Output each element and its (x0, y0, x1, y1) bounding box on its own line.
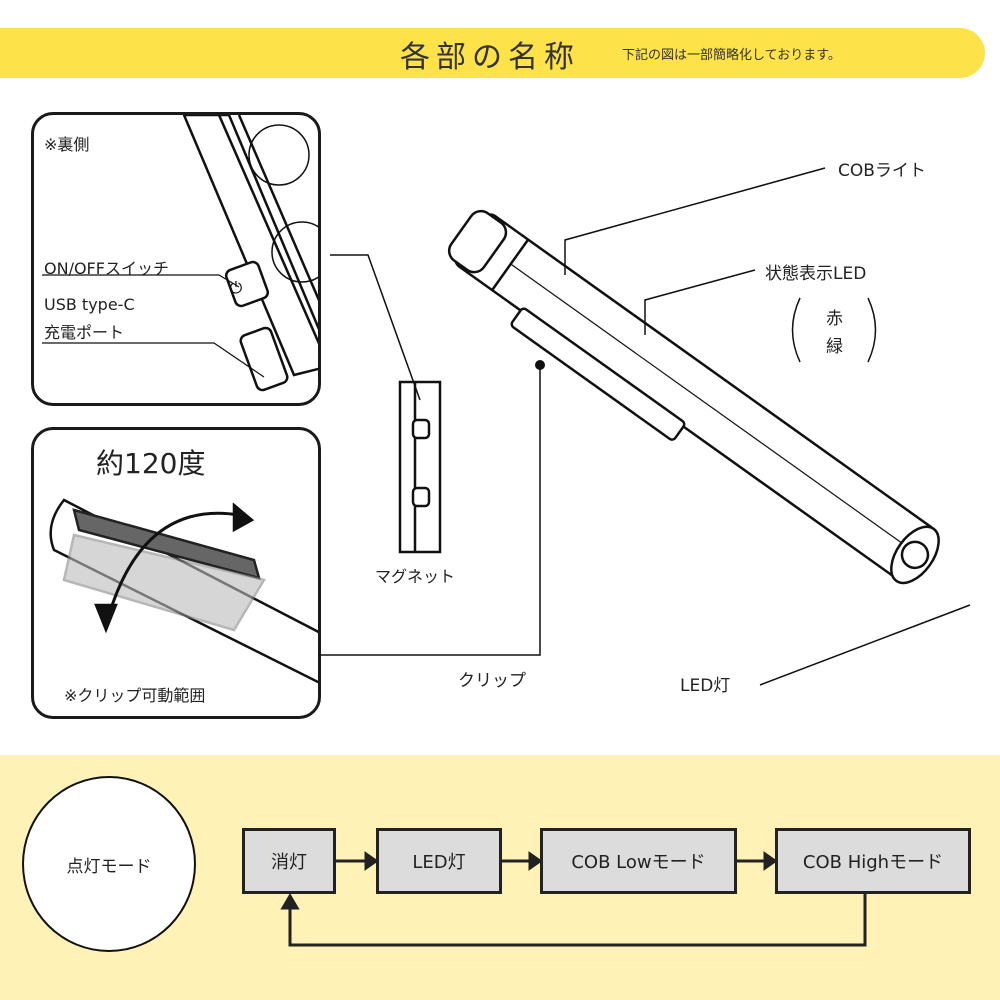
magnet-icon (248, 124, 310, 186)
back-side-illustration: ⏻ (42, 115, 318, 392)
lighting-mode-title-text: 点灯モード (66, 856, 152, 877)
mode-step-label: COB Highモード (802, 852, 944, 873)
clip-range-note: ※クリップ可動範囲 (64, 686, 206, 705)
mode-step-cob-low: COB Lowモード (540, 828, 737, 894)
usb-port-icon (239, 326, 289, 392)
header-banner (0, 28, 985, 78)
power-button-icon (224, 260, 270, 308)
back-side-note: ※裏側 (44, 135, 90, 154)
angle-label: 約120度 (96, 447, 206, 480)
cob-light-label: COBライト (838, 161, 926, 181)
magnet-icon (411, 418, 431, 440)
clip-pointer-dot (535, 360, 545, 370)
clip-label: クリップ (458, 671, 526, 691)
magnet-strip (398, 380, 442, 554)
clip-range-panel: 約120度 ※クリップ可動範囲 (31, 427, 321, 719)
mode-step-label: 消灯 (271, 852, 307, 873)
clip-range-illustration (49, 498, 318, 684)
status-color-green: 緑 (826, 337, 843, 357)
magnet-label: マグネット (375, 567, 456, 586)
page-title: 各部の名称 (400, 40, 580, 75)
leader-lines (318, 167, 971, 686)
flashlight-cap (447, 209, 508, 274)
magnet-icon (271, 221, 318, 283)
svg-text:⏻: ⏻ (230, 278, 243, 297)
page-subtitle: 下記の図は一部簡略化しております。 (622, 48, 841, 63)
usb-label: USB type-C (44, 295, 135, 314)
mode-step-label: LED灯 (412, 852, 466, 873)
mode-step-cob-high: COB Highモード (775, 828, 971, 894)
mode-step-off: 消灯 (242, 828, 336, 894)
on-off-switch-label: ON/OFFスイッチ (44, 259, 169, 278)
led-light-label: LED灯 (680, 676, 731, 696)
mode-step-label: COB Lowモード (571, 852, 706, 873)
status-led-label: 状態表示LED (765, 264, 867, 284)
magnet-icon (411, 486, 431, 508)
clip (510, 307, 686, 441)
back-side-panel: ⏻ ※裏側 ON/OFFスイッチ USB type-C 充電ポート (31, 112, 321, 406)
lighting-mode-title: 点灯モード (22, 776, 196, 952)
mode-step-led: LED灯 (376, 828, 502, 894)
charge-port-label: 充電ポート (44, 323, 125, 342)
status-color-red: 赤 (826, 309, 843, 329)
flashlight-illustration (318, 167, 971, 686)
